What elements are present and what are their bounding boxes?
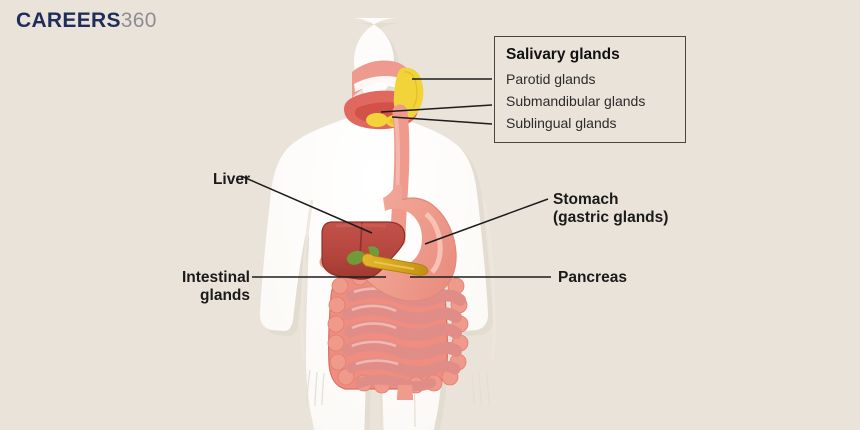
label-stomach: Stomach (gastric glands) bbox=[553, 191, 669, 226]
salivary-gland-item-parotid: Parotid glands bbox=[506, 71, 596, 87]
gallbladder bbox=[346, 250, 366, 265]
abdominal-organs-group bbox=[319, 185, 469, 400]
esophagus-group bbox=[390, 104, 410, 248]
leader-line-liver bbox=[240, 175, 373, 234]
submandibular-gland bbox=[366, 113, 388, 127]
salivary-gland-item-submandibular: Submandibular glands bbox=[506, 93, 646, 109]
salivary-gland-item-sublingual: Sublingual glands bbox=[506, 115, 617, 131]
leader-line-stomach bbox=[424, 198, 549, 245]
leader-line-sublingual bbox=[391, 116, 493, 125]
label-intestinal-glands: Intestinal glands bbox=[181, 269, 250, 304]
brand-name-main: CAREERS bbox=[16, 9, 121, 32]
leader-line-submandibular bbox=[380, 104, 493, 113]
label-pancreas: Pancreas bbox=[558, 269, 627, 286]
label-liver: Liver bbox=[212, 171, 250, 188]
leader-lines bbox=[240, 78, 551, 278]
rectum bbox=[396, 385, 414, 400]
brand-name-sub: 360 bbox=[120, 9, 157, 32]
salivary-glands-title: Salivary glands bbox=[506, 46, 620, 63]
salivary-glands-callout-box: Salivary glands Parotid glands Submandib… bbox=[494, 36, 686, 143]
careers360-logo: CAREERS360 bbox=[16, 8, 157, 34]
pancreas bbox=[361, 253, 429, 276]
